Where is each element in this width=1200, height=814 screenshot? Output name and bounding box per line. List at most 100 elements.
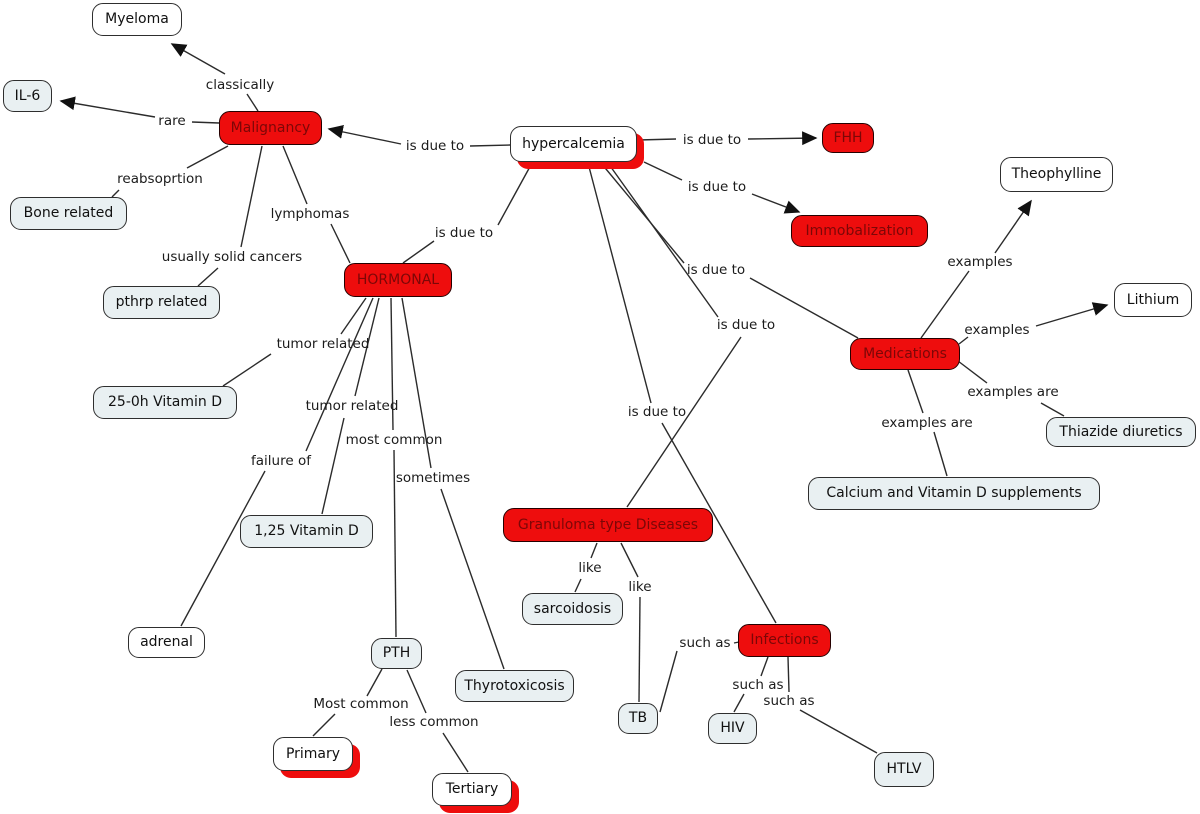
link-label-like-19[interactable]: like — [578, 560, 602, 576]
connector-line — [626, 336, 742, 508]
link-label-most-common-14[interactable]: most common — [345, 432, 443, 448]
link-label-is-due-to-10[interactable]: is due to — [716, 317, 776, 333]
connector-line — [638, 596, 641, 703]
connector-line — [1040, 402, 1065, 417]
node-immobalization[interactable]: Immobalization — [791, 215, 928, 247]
connector-line — [643, 161, 683, 181]
link-label-is-due-to-9[interactable]: is due to — [686, 262, 746, 278]
connector-line — [620, 542, 639, 578]
connector-line — [240, 145, 263, 248]
connector-line — [799, 709, 878, 754]
link-label-tumor-related-13[interactable]: tumor related — [305, 398, 399, 414]
link-label-usually-solid-cancers-3[interactable]: usually solid cancers — [161, 249, 303, 265]
connector-line — [907, 369, 924, 414]
link-label-classically-0[interactable]: classically — [205, 77, 275, 93]
connector-arrow-line — [1035, 302, 1109, 327]
connector-line — [191, 121, 220, 124]
connector-line — [733, 693, 745, 713]
link-label-tumor-related-12[interactable]: tumor related — [276, 336, 370, 352]
connector-arrow-line — [59, 96, 156, 118]
link-label-is-due-to-7[interactable]: is due to — [682, 132, 742, 148]
connector-line — [180, 470, 266, 627]
node-granuloma[interactable]: Granuloma type Diseases — [503, 508, 713, 542]
link-label-examples-24[interactable]: examples — [947, 254, 1013, 270]
node-sarcoidosis[interactable]: sarcoidosis — [522, 593, 623, 625]
connector-line — [587, 162, 652, 404]
connector-line — [197, 267, 219, 287]
node-lithium[interactable]: Lithium — [1114, 283, 1192, 317]
link-label-is-due-to-6[interactable]: is due to — [434, 225, 494, 241]
node-thyrotoxicosis[interactable]: Thyrotoxicosis — [455, 670, 574, 702]
node-pthrp-related[interactable]: pthrp related — [103, 286, 220, 319]
connector-line — [574, 578, 582, 593]
connector-line — [440, 488, 505, 670]
connector-line — [312, 713, 336, 737]
link-label-examples-are-26[interactable]: examples are — [967, 384, 1059, 400]
connector-line — [600, 162, 685, 264]
node-tb[interactable]: TB — [618, 703, 658, 734]
node-myeloma[interactable]: Myeloma — [92, 3, 182, 36]
connector-line — [406, 669, 427, 714]
node-calcium-supplements[interactable]: Calcium and Vitamin D supplements — [808, 477, 1100, 510]
node-infections[interactable]: Infections — [738, 624, 831, 657]
connector-line — [321, 417, 345, 515]
connector-line — [442, 732, 469, 773]
link-label-rare-1[interactable]: rare — [158, 113, 186, 129]
node-theophylline[interactable]: Theophylline — [1000, 157, 1113, 192]
link-label-is-due-to-8[interactable]: is due to — [687, 179, 747, 195]
node-vitamin-d-25[interactable]: 25-0h Vitamin D — [93, 386, 237, 419]
node-il6[interactable]: IL-6 — [3, 80, 52, 112]
connector-arrow-line — [747, 131, 818, 146]
link-label-such-as-22[interactable]: such as — [732, 677, 784, 693]
connector-line — [246, 93, 259, 112]
node-thiazide-diuretics[interactable]: Thiazide diuretics — [1046, 417, 1196, 447]
node-hypercalcemia[interactable]: hypercalcemia — [510, 126, 637, 162]
connector-line — [787, 656, 790, 693]
node-bone-related[interactable]: Bone related — [10, 197, 127, 230]
connector-line — [637, 138, 677, 141]
link-label-is-due-to-5[interactable]: is due to — [405, 138, 465, 154]
node-medications[interactable]: Medications — [850, 338, 960, 370]
node-adrenal[interactable]: adrenal — [128, 627, 205, 658]
node-hormonal[interactable]: HORMONAL — [344, 263, 452, 297]
connector-line — [933, 431, 948, 477]
connector-line — [607, 162, 719, 318]
connector-arrow-line — [327, 125, 402, 145]
node-malignancy[interactable]: Malignancy — [219, 111, 322, 145]
node-hiv[interactable]: HIV — [708, 713, 757, 744]
node-fhh[interactable]: FHH — [822, 123, 874, 153]
connector-line — [366, 668, 383, 697]
node-vitamin-d-125[interactable]: 1,25 Vitamin D — [240, 515, 373, 548]
link-label-is-due-to-11[interactable]: is due to — [627, 404, 687, 420]
link-label-such-as-23[interactable]: such as — [763, 693, 815, 709]
link-label-failure-of-15[interactable]: failure of — [251, 453, 311, 469]
connector-line — [661, 422, 777, 624]
connector-line — [957, 360, 988, 384]
connector-line — [497, 162, 533, 226]
link-label-most-common-17[interactable]: Most common — [313, 696, 409, 712]
link-label-reabsoprtion-2[interactable]: reabsoprtion — [117, 171, 203, 187]
connector-arrow-line — [751, 193, 801, 214]
link-label-such-as-21[interactable]: such as — [679, 635, 731, 651]
connector-line — [393, 449, 397, 638]
link-label-examples-25[interactable]: examples — [964, 322, 1030, 338]
connector-line — [401, 297, 432, 469]
connector-line — [958, 336, 969, 345]
node-tertiary[interactable]: Tertiary — [432, 773, 512, 806]
node-primary[interactable]: Primary — [273, 737, 353, 771]
link-label-lymphomas-4[interactable]: lymphomas — [270, 206, 350, 222]
connector-line — [354, 297, 380, 397]
link-label-sometimes-16[interactable]: sometimes — [395, 470, 471, 486]
connector-line — [659, 650, 678, 713]
connector-line — [111, 189, 120, 198]
connector-arrow-line — [170, 43, 226, 75]
link-label-less-common-18[interactable]: less common — [389, 714, 479, 730]
connector-line — [186, 145, 229, 169]
link-label-like-20[interactable]: like — [628, 579, 652, 595]
node-htlv[interactable]: HTLV — [874, 752, 934, 787]
link-label-examples-are-27[interactable]: examples are — [881, 415, 973, 431]
node-pth[interactable]: PTH — [371, 638, 422, 669]
connector-line — [282, 145, 308, 205]
